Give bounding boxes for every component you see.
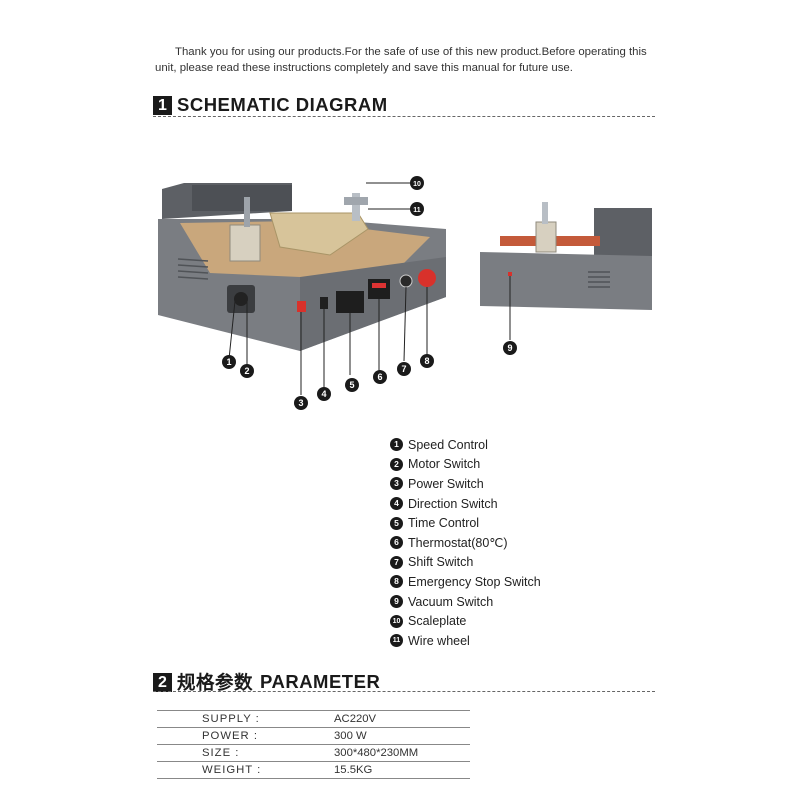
legend-number: 4 xyxy=(390,497,403,511)
legend-label: Motor Switch xyxy=(408,457,481,472)
legend-number: 2 xyxy=(390,457,403,471)
svg-text:11: 11 xyxy=(413,207,421,214)
svg-text:2: 2 xyxy=(244,366,249,376)
callout-1: 1 xyxy=(222,355,236,369)
callout-4: 4 xyxy=(317,387,331,401)
legend-item: 6 Thermostat(80℃) xyxy=(390,533,541,553)
callout-3: 3 xyxy=(294,396,308,410)
param-label: SUPPLY : xyxy=(202,713,260,725)
legend-item: 7 Shift Switch xyxy=(390,553,541,573)
slider-carriage xyxy=(229,224,261,262)
legend-item: 2 Motor Switch xyxy=(390,455,541,475)
machine-front-illustration: 1 2 3 4 5 6 7 8 10 11 xyxy=(158,176,446,410)
table-row: POWER : 300 W xyxy=(157,728,470,745)
legend-item: 11 Wire wheel xyxy=(390,631,541,651)
svg-text:7: 7 xyxy=(401,364,406,374)
section-heading-schematic: 1 SCHEMATIC DIAGRAM xyxy=(153,94,388,116)
callout-5: 5 xyxy=(345,378,359,392)
section-title: SCHEMATIC DIAGRAM xyxy=(177,94,388,115)
section-heading-parameter: 2 规格参数 PARAMETER xyxy=(153,669,380,695)
side-base xyxy=(480,252,652,310)
power-switch[interactable] xyxy=(297,301,306,312)
legend-label: Wire wheel xyxy=(408,633,470,648)
parameter-table: SUPPLY : AC220V POWER : 300 W SIZE : 300… xyxy=(157,710,470,779)
legend-label: Emergency Stop Switch xyxy=(408,574,541,589)
legend-item: 3 Power Switch xyxy=(390,474,541,494)
param-label: SIZE : xyxy=(202,747,240,759)
callout-11: 11 xyxy=(410,202,424,216)
wire-wheel xyxy=(344,197,368,205)
section-number: 2 xyxy=(153,672,172,692)
svg-text:10: 10 xyxy=(413,181,421,188)
intro-text: Thank you for using our products.For the… xyxy=(155,46,647,74)
param-label: POWER : xyxy=(202,730,258,742)
svg-text:6: 6 xyxy=(377,372,382,382)
section-title-en: PARAMETER xyxy=(260,671,381,692)
time-control-display xyxy=(336,291,364,313)
param-value: 300*480*230MM xyxy=(334,747,419,759)
svg-text:9: 9 xyxy=(507,343,512,353)
machine-side-illustration: 9 xyxy=(480,202,652,355)
legend-item: 8 Emergency Stop Switch xyxy=(390,572,541,592)
legend-item: 9 Vacuum Switch xyxy=(390,592,541,612)
scaleplate-column xyxy=(352,193,360,221)
param-label: WEIGHT : xyxy=(202,764,262,776)
legend-item: 10 Scaleplate xyxy=(390,611,541,631)
lcd-holder xyxy=(269,212,369,256)
callout-9: 9 xyxy=(503,341,517,355)
svg-text:3: 3 xyxy=(298,398,303,408)
direction-switch[interactable] xyxy=(320,297,328,309)
legend-item: 1 Speed Control xyxy=(390,435,541,455)
legend-number: 5 xyxy=(390,516,403,530)
callout-2: 2 xyxy=(240,364,254,378)
legend-number: 7 xyxy=(390,555,403,569)
callout-7: 7 xyxy=(397,362,411,376)
svg-text:4: 4 xyxy=(321,389,326,399)
legend-item: 4 Direction Switch xyxy=(390,494,541,514)
legend-number: 8 xyxy=(390,575,403,589)
legend-number: 3 xyxy=(390,477,403,491)
legend-number: 9 xyxy=(390,595,403,609)
legend-label: Vacuum Switch xyxy=(408,594,494,609)
legend-label: Speed Control xyxy=(408,437,488,452)
thermostat-display xyxy=(368,279,390,299)
section-divider xyxy=(153,116,655,117)
section-title-cn: 规格参数 xyxy=(177,673,254,694)
legend-label: Thermostat(80℃) xyxy=(408,536,508,551)
legend-number: 11 xyxy=(390,634,403,648)
side-rear-housing xyxy=(594,208,652,260)
shift-switch[interactable] xyxy=(399,274,413,288)
legend-label: Scaleplate xyxy=(408,614,467,629)
legend-number: 10 xyxy=(390,614,403,628)
vacuum-switch[interactable] xyxy=(508,272,512,276)
table-row: WEIGHT : 15.5KG xyxy=(157,762,470,779)
table-row: SIZE : 300*480*230MM xyxy=(157,745,470,762)
svg-text:5: 5 xyxy=(349,380,354,390)
callout-10: 10 xyxy=(410,176,424,190)
legend-label: Power Switch xyxy=(408,476,484,491)
legend-item: 5 Time Control xyxy=(390,513,541,533)
table-row: SUPPLY : AC220V xyxy=(157,710,470,728)
param-value: AC220V xyxy=(334,713,377,725)
callout-6: 6 xyxy=(373,370,387,384)
component-legend: 1 Speed Control 2 Motor Switch 3 Power Swit… xyxy=(390,435,541,651)
intro-paragraph: Thank you for using our products.For the… xyxy=(155,44,665,76)
legend-number: 6 xyxy=(390,536,403,550)
callout-8: 8 xyxy=(420,354,434,368)
param-value: 300 W xyxy=(334,730,367,742)
legend-label: Direction Switch xyxy=(408,496,498,511)
emergency-stop-button[interactable] xyxy=(418,269,436,287)
legend-label: Shift Switch xyxy=(408,555,474,570)
svg-text:8: 8 xyxy=(424,356,429,366)
legend-label: Time Control xyxy=(408,516,480,531)
param-value: 15.5KG xyxy=(334,764,373,776)
section-number: 1 xyxy=(153,95,172,115)
section-divider xyxy=(153,691,655,692)
svg-text:1: 1 xyxy=(226,357,231,367)
legend-number: 1 xyxy=(390,438,403,452)
